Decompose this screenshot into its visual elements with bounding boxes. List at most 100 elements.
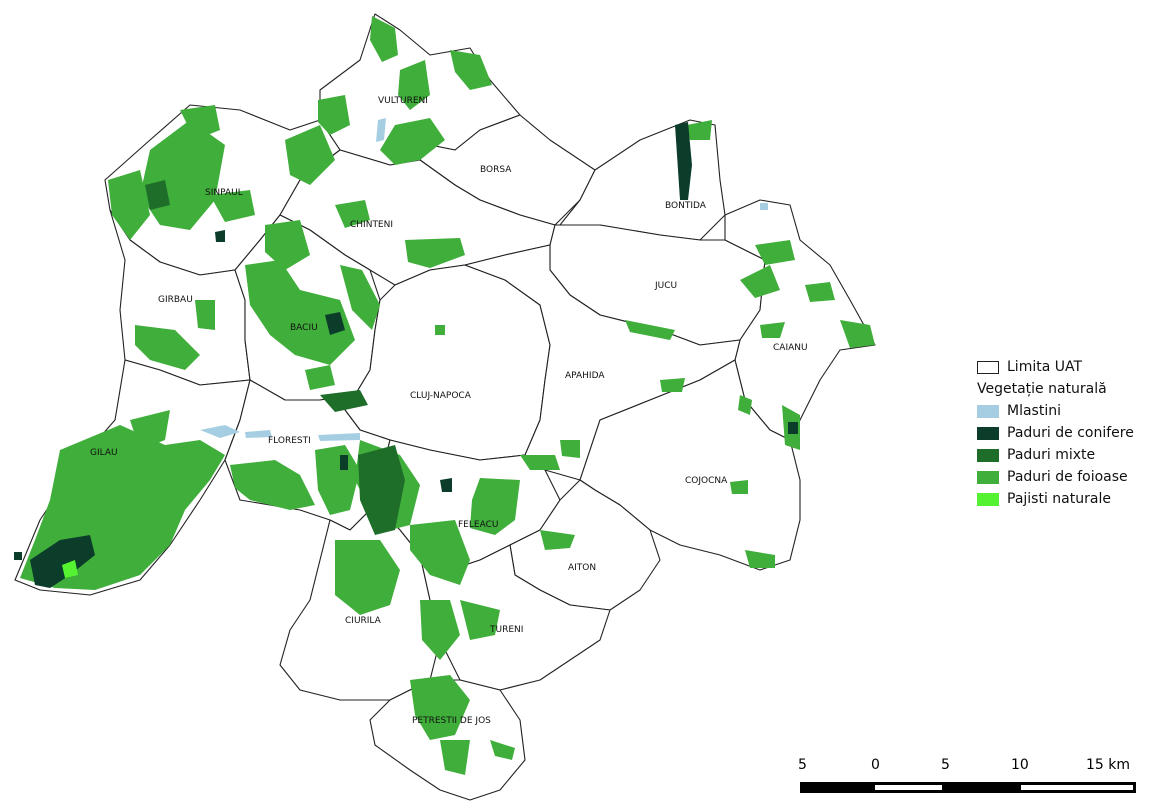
mixed-forest-patch bbox=[145, 180, 170, 210]
forest-patch bbox=[335, 200, 370, 228]
forest-patch bbox=[245, 260, 355, 365]
scale-tick-label: 15 km bbox=[1086, 757, 1130, 773]
forest-patch bbox=[398, 60, 430, 110]
mixed-forest-patch bbox=[358, 445, 405, 535]
scale-tick-label: 5 bbox=[798, 757, 807, 773]
conifer-forest-patch bbox=[440, 478, 452, 492]
wetland-patch bbox=[200, 425, 240, 438]
uat-tureni bbox=[419, 544, 611, 691]
wetland-patch bbox=[760, 203, 768, 210]
forest-patch bbox=[760, 322, 785, 338]
legend-item-mlastini: Mlastini bbox=[977, 400, 1134, 422]
forest-patch bbox=[540, 530, 575, 550]
legend-item-foioase: Paduri de foioase bbox=[977, 466, 1134, 488]
legend-item-conifere: Paduri de conifere bbox=[977, 422, 1134, 444]
legend-header-vegetation: Vegetație naturală bbox=[977, 378, 1134, 400]
legend-label: Paduri de foioase bbox=[1007, 469, 1128, 485]
conifer-forest-patch bbox=[30, 535, 95, 588]
forest-patch bbox=[840, 320, 875, 348]
label-apahida: APAHIDA bbox=[565, 371, 605, 381]
label-baciu: BACIU bbox=[290, 323, 318, 333]
forest-patch bbox=[435, 325, 445, 335]
legend-swatch-conifer bbox=[977, 426, 999, 440]
forest-patch bbox=[335, 540, 400, 615]
conifer-forest-patch bbox=[215, 230, 225, 242]
wetland-patch bbox=[318, 433, 360, 441]
forest-patch bbox=[520, 455, 560, 470]
legend-item-pajisti: Pajisti naturale bbox=[977, 488, 1134, 510]
forest-patch bbox=[210, 190, 255, 222]
forest-patch bbox=[180, 105, 220, 140]
forest-patch bbox=[410, 675, 470, 740]
forest-patch bbox=[625, 320, 675, 340]
forest-patch bbox=[340, 265, 380, 330]
grassland-patch bbox=[62, 560, 78, 578]
legend-label: Limita UAT bbox=[1007, 359, 1083, 375]
mixed-forests bbox=[145, 180, 405, 535]
label-jucu: JUCU bbox=[654, 281, 677, 291]
forest-patch bbox=[755, 240, 795, 265]
label-borsa: BORSA bbox=[480, 165, 512, 175]
legend-label: Mlastini bbox=[1007, 403, 1061, 419]
forest-patch bbox=[380, 118, 445, 165]
wetland-patch bbox=[376, 118, 386, 142]
label-petrestii-de-jos: PETRESTII DE JOS bbox=[412, 716, 491, 726]
forest-patch bbox=[738, 395, 752, 415]
scale-bar-segment bbox=[875, 785, 942, 790]
legend-header: Vegetație naturală bbox=[977, 381, 1107, 397]
uat-labels: VULTURENI BORSA BONTIDA SINPAUL CHINTENI… bbox=[90, 96, 808, 726]
deciduous-forests bbox=[20, 16, 875, 775]
forest-patch bbox=[318, 95, 350, 135]
label-sinpaul: SINPAUL bbox=[205, 188, 243, 198]
forest-patch bbox=[745, 550, 775, 568]
label-tureni: TURENI bbox=[489, 625, 523, 635]
label-ciurila: CIURILA bbox=[345, 616, 382, 626]
scale-bar: 5 0 5 10 15 km bbox=[796, 754, 1141, 803]
legend-swatch-grassland bbox=[977, 492, 999, 506]
legend-swatch-mixed bbox=[977, 448, 999, 462]
wetland-patch bbox=[245, 430, 272, 438]
map-legend: Limita UAT Vegetație naturală Mlastini P… bbox=[977, 356, 1134, 510]
scale-bar-outline bbox=[800, 782, 1136, 793]
label-girbau: GIRBAU bbox=[158, 295, 193, 305]
legend-label: Pajisti naturale bbox=[1007, 491, 1111, 507]
forest-patch bbox=[230, 460, 315, 510]
forest-patch bbox=[420, 600, 460, 660]
conifer-forest-patch bbox=[14, 552, 22, 560]
natural-grasslands bbox=[62, 560, 78, 578]
forest-patch bbox=[805, 282, 835, 302]
legend-label: Paduri de conifere bbox=[1007, 425, 1134, 441]
forest-patch bbox=[410, 520, 470, 585]
scale-tick-label: 10 bbox=[1011, 757, 1029, 773]
forest-patch bbox=[440, 740, 470, 775]
scale-bar-segment bbox=[1021, 785, 1133, 790]
label-chinteni: CHINTENI bbox=[350, 220, 393, 230]
forest-patch bbox=[687, 120, 712, 140]
conifer-forest-patch bbox=[675, 122, 692, 200]
forest-patch bbox=[560, 440, 580, 458]
legend-swatch-deciduous bbox=[977, 470, 999, 484]
vegetation-layer bbox=[14, 16, 875, 775]
legend-swatch-wetland bbox=[977, 404, 999, 418]
legend-label: Paduri mixte bbox=[1007, 447, 1096, 463]
forest-patch bbox=[405, 238, 465, 268]
label-aiton: AITON bbox=[568, 563, 596, 573]
forest-patch bbox=[660, 378, 685, 392]
scale-bar-graphic: 5 0 5 10 15 km bbox=[798, 757, 1136, 793]
forest-patch bbox=[265, 220, 310, 270]
label-cojocna: COJOCNA bbox=[685, 476, 728, 486]
forest-patch bbox=[490, 740, 515, 760]
mixed-forest-patch bbox=[320, 390, 368, 412]
forest-patch bbox=[470, 478, 520, 535]
forest-patch bbox=[740, 265, 780, 298]
forest-patch bbox=[135, 325, 200, 370]
legend-swatch-uat bbox=[977, 360, 999, 374]
forest-patch bbox=[285, 125, 335, 185]
conifer-forests bbox=[14, 122, 798, 588]
forest-patch bbox=[460, 600, 500, 640]
label-caianu: CAIANU bbox=[773, 343, 808, 353]
conifer-forest-patch bbox=[340, 455, 348, 470]
scale-tick-label: 5 bbox=[941, 757, 950, 773]
conifer-forest-patch bbox=[788, 422, 798, 434]
